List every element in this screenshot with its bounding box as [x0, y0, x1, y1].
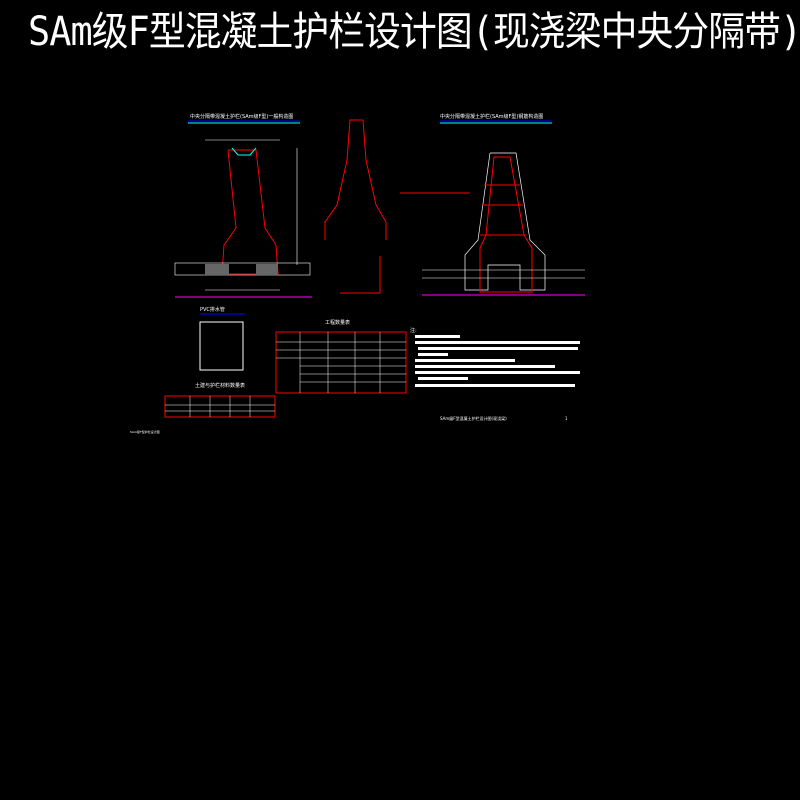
table1-title: 工程数量表 — [325, 319, 350, 326]
barrier-section-view1 — [174, 139, 312, 298]
notes-label: 注: — [410, 327, 417, 334]
table2-title: 土建与护栏材料数量表 — [195, 382, 245, 389]
detail-title: PVC排水管 — [200, 306, 225, 313]
notes-text — [415, 335, 580, 387]
pvc-detail — [199, 321, 244, 371]
quantity-table — [275, 331, 407, 394]
footer-right: SAm级F型混凝土护栏设计图(现浇梁) — [440, 415, 507, 421]
view2-title: 中央分隔带混凝土护栏(SAm级F型)钢筋构造图 — [440, 113, 543, 120]
barrier-section-view2 — [400, 152, 585, 296]
view1-title: 中央分隔带混凝土护栏(SAm级F型)一般构造图 — [190, 113, 293, 120]
material-table — [164, 395, 276, 418]
drawing-title: SAm级F型混凝土护栏设计图(现浇梁中央分隔带) — [28, 9, 800, 55]
footer-left: SAm级F型护栏设计图 — [130, 429, 160, 434]
page-number: 1 — [565, 416, 568, 421]
barrier-profile — [324, 119, 387, 294]
